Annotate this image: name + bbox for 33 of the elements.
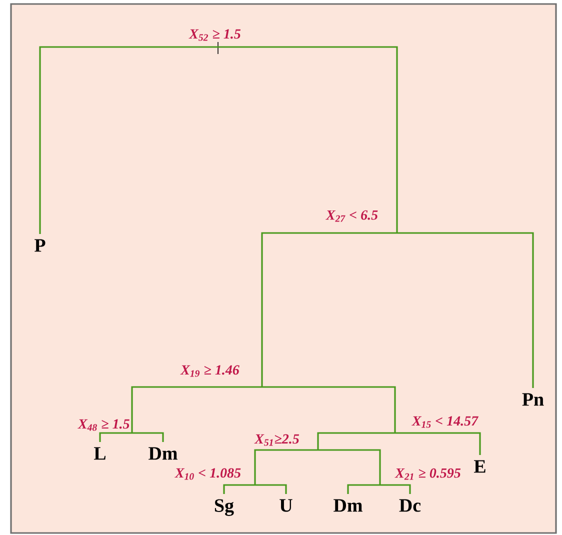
tree-branch <box>255 484 287 494</box>
tree-branch <box>262 386 396 433</box>
split-condition: X$_{27}$ < 6.5 <box>326 210 378 222</box>
class-label: Dm <box>334 499 362 512</box>
tree-branch <box>395 432 481 455</box>
split-condition: X$_{19}$ ≥ 1.46 <box>180 365 240 377</box>
class-label: Dc <box>399 499 421 512</box>
tree-branch <box>39 46 218 234</box>
tree-branch <box>132 432 164 442</box>
class-label: Sg <box>214 499 234 516</box>
tree-branch <box>131 386 262 433</box>
tree-branch <box>347 484 380 494</box>
tree-branch <box>223 484 255 494</box>
class-label: U <box>280 499 292 512</box>
tree-branch <box>99 432 132 442</box>
tree-branch <box>218 46 398 233</box>
tree-branch <box>261 232 397 387</box>
split-condition: X$_{10}$ < 1.085 <box>174 468 241 480</box>
split-condition: X$_{21}$ ≥ 0.595 <box>394 468 461 480</box>
split-condition: X$_{52}$ ≥ 1.5 <box>188 29 241 41</box>
tree-branch <box>397 232 534 388</box>
class-label: L <box>94 447 106 460</box>
tree-branch <box>254 449 318 485</box>
split-condition: X$_{15}$ < 14.57 <box>412 416 479 428</box>
class-label: Pn <box>522 393 544 406</box>
class-label: Dm <box>148 447 178 460</box>
split-condition: X$_{48}$ ≥ 1.5 <box>78 419 130 431</box>
tree-branch <box>380 484 411 494</box>
class-label: P <box>34 239 46 252</box>
tree-branch <box>317 432 395 450</box>
class-label: E <box>474 460 486 473</box>
tree-branch <box>318 449 381 485</box>
split-condition: X$_{51}$≥2.5 <box>254 434 300 446</box>
